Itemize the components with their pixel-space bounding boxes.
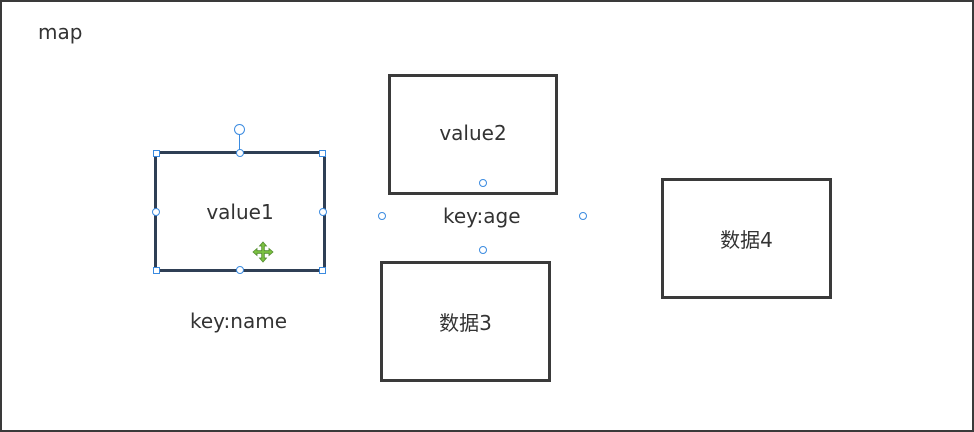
node-data4[interactable]: 数据4	[661, 178, 832, 299]
resize-handle-bottom-left[interactable]	[153, 267, 160, 274]
connection-point-value2-bottom[interactable]	[479, 179, 487, 187]
node-value1-label: value1	[206, 199, 274, 224]
container-title: map	[38, 20, 83, 44]
connection-point-age-right[interactable]	[579, 212, 587, 220]
connection-point-right[interactable]	[319, 208, 327, 216]
resize-handle-top-left[interactable]	[153, 150, 160, 157]
node-value2-label: value2	[439, 120, 507, 145]
connection-point-left[interactable]	[152, 208, 160, 216]
connection-point-bottom[interactable]	[236, 266, 244, 274]
rotate-handle-icon[interactable]	[234, 124, 245, 135]
key-name-label: key:name	[190, 309, 288, 333]
rotate-handle-stem	[239, 135, 240, 152]
connection-point-age-left[interactable]	[378, 212, 386, 220]
resize-handle-top-right[interactable]	[319, 150, 326, 157]
node-data4-label: 数据4	[720, 228, 773, 252]
node-data3[interactable]: 数据3	[380, 261, 551, 382]
connection-point-top[interactable]	[236, 149, 244, 157]
resize-handle-bottom-right[interactable]	[319, 267, 326, 274]
key-age-label: key:age	[443, 204, 521, 228]
connection-point-age-bottom[interactable]	[479, 246, 487, 254]
node-value1[interactable]: value1	[154, 151, 326, 272]
move-cursor-icon	[252, 241, 274, 263]
node-data3-label: 数据3	[439, 311, 492, 335]
node-value2[interactable]: value2	[388, 74, 558, 195]
